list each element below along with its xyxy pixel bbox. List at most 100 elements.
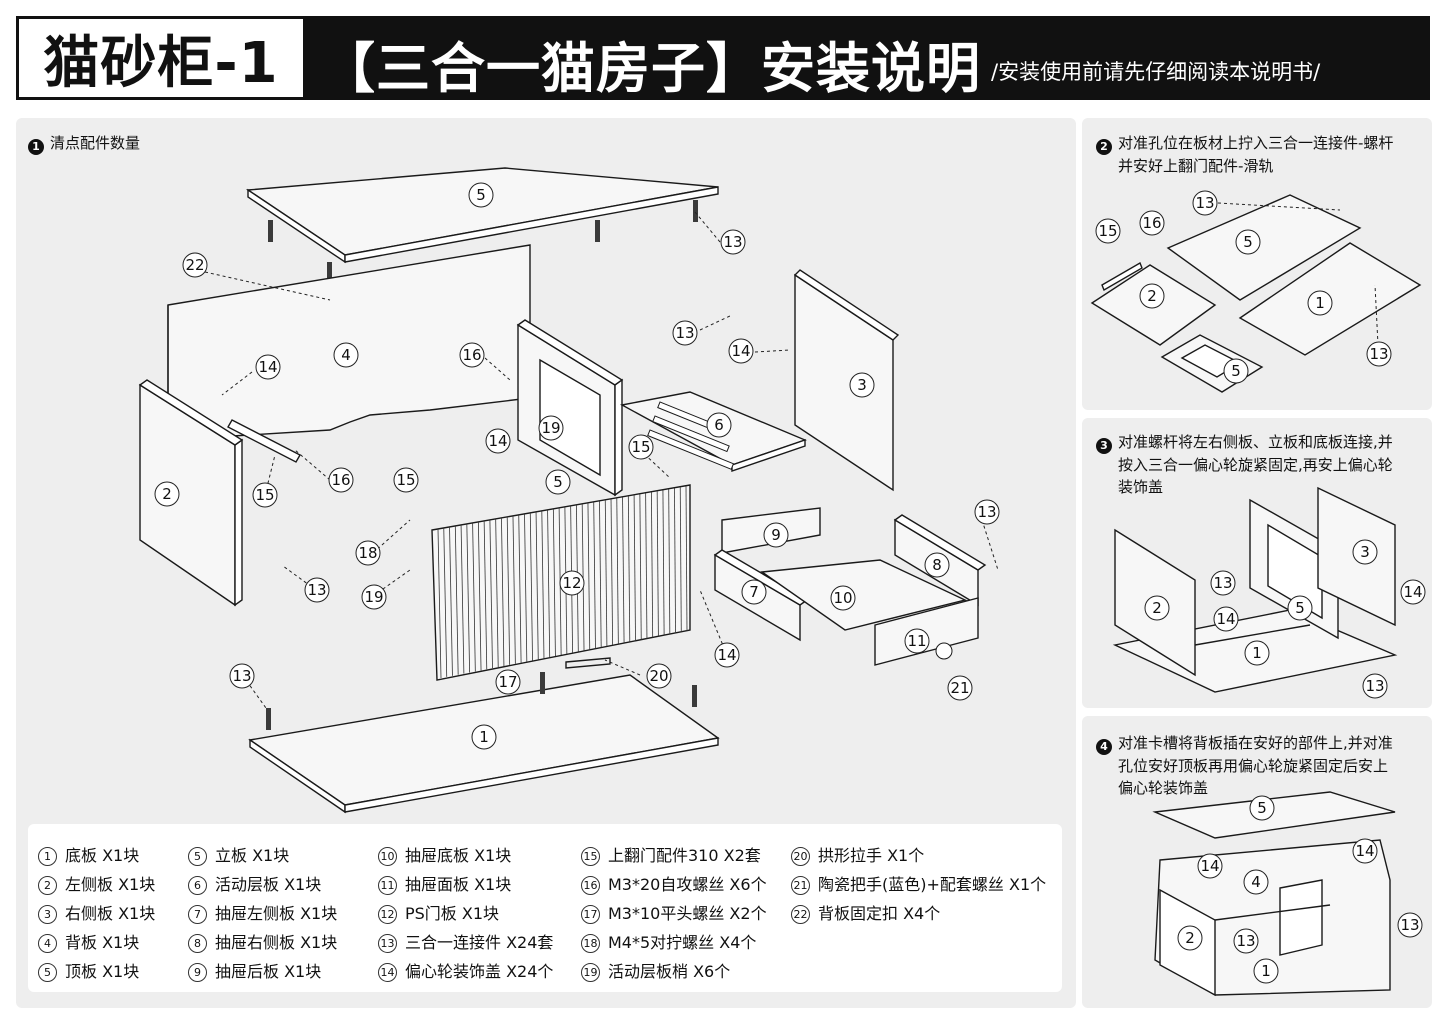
svg-text:13: 13 <box>723 233 742 251</box>
circled-number-icon: 21 <box>791 876 810 895</box>
circled-number-icon: 22 <box>791 905 810 924</box>
circled-number-icon: 7 <box>188 905 207 924</box>
svg-text:20: 20 <box>649 667 668 685</box>
svg-text:1: 1 <box>1252 644 1262 662</box>
step-3-line-2: 按入三合一偏心轮旋紧固定,再安上偏心轮 <box>1118 456 1393 474</box>
callout-17: 17 <box>495 669 521 695</box>
callout-21: 21 <box>947 675 973 701</box>
step-3-line-1: 对准螺杆将左右侧板、立板和底板连接,并 <box>1118 433 1393 451</box>
step-3-line-3: 装饰盖 <box>1118 478 1164 496</box>
circled-number-icon: 18 <box>581 934 600 953</box>
circled-number-icon: 13 <box>378 934 397 953</box>
svg-text:1: 1 <box>1315 294 1325 312</box>
callout-14-b: 14 <box>728 338 754 364</box>
svg-text:14: 14 <box>1403 583 1422 601</box>
svg-text:5: 5 <box>553 473 563 491</box>
step-4-line-1: 对准卡槽将背板插在安好的部件上,并对准 <box>1118 734 1393 752</box>
step-number-icon: 2 <box>1096 139 1112 155</box>
svg-text:14: 14 <box>258 358 277 376</box>
callout-9: 9 <box>763 522 789 548</box>
right-side-panel-3 <box>793 269 900 492</box>
callout-13-a: 13 <box>720 229 746 255</box>
svg-text:5: 5 <box>1231 362 1241 380</box>
step-number-icon: 1 <box>28 139 44 155</box>
svg-text:18: 18 <box>358 544 377 562</box>
left-side-panel-2 <box>138 379 244 607</box>
callout-19-b: 19 <box>361 584 387 610</box>
svg-text:13: 13 <box>232 667 251 685</box>
svg-text:14: 14 <box>1200 857 1219 875</box>
svg-text:12: 12 <box>562 574 581 592</box>
callout-3: 3 <box>849 372 875 398</box>
drawer-front-11 <box>874 597 979 666</box>
callout-14-a: 14 <box>255 354 281 380</box>
svg-text:13: 13 <box>1236 932 1255 950</box>
step-2-line-1: 对准孔位在板材上拧入三合一连接件-螺杆 <box>1118 134 1394 152</box>
callout-20: 20 <box>646 663 672 689</box>
svg-text:14: 14 <box>1216 610 1235 628</box>
svg-text:13: 13 <box>307 581 326 599</box>
svg-text:14: 14 <box>717 646 736 664</box>
svg-text:6: 6 <box>714 416 724 434</box>
svg-text:7: 7 <box>749 583 759 601</box>
step-4-callouts: 5 14 14 4 13 2 13 1 <box>1177 795 1423 984</box>
callout-8: 8 <box>924 552 950 578</box>
svg-text:13: 13 <box>1400 916 1419 934</box>
circled-number-icon: 15 <box>581 847 600 866</box>
svg-text:3: 3 <box>857 376 867 394</box>
circled-number-icon: 3 <box>38 905 57 924</box>
model-label: 猫砂柜-1 <box>19 19 303 97</box>
svg-text:9: 9 <box>771 526 781 544</box>
svg-text:4: 4 <box>1251 873 1261 891</box>
svg-text:15: 15 <box>1098 222 1117 240</box>
circled-number-icon: 20 <box>791 847 810 866</box>
callout-12: 12 <box>559 570 585 596</box>
svg-text:2: 2 <box>1147 287 1157 305</box>
svg-text:5: 5 <box>476 186 486 204</box>
svg-text:3: 3 <box>1360 543 1370 561</box>
svg-text:22: 22 <box>185 256 204 274</box>
circled-number-icon: 19 <box>581 963 600 982</box>
part-callouts: 5 13 22 4 14 16 13 14 3 6 19 14 15 5 16 … <box>154 182 1000 750</box>
callout-19-a: 19 <box>538 415 564 441</box>
callout-18: 18 <box>355 540 381 566</box>
callout-13-c: 13 <box>974 499 1000 525</box>
step-3-callouts: 3 13 14 2 5 14 1 13 <box>1144 539 1426 699</box>
circled-number-icon: 9 <box>188 963 207 982</box>
divider-panel-5 <box>516 319 624 497</box>
step-number-icon: 3 <box>1096 438 1112 454</box>
step-number-icon: 4 <box>1096 739 1112 755</box>
circled-number-icon: 12 <box>378 905 397 924</box>
svg-text:4: 4 <box>341 346 351 364</box>
svg-text:2: 2 <box>1185 929 1195 947</box>
svg-text:15: 15 <box>631 438 650 456</box>
screw-icons-bottom <box>266 672 697 730</box>
step-2-line-2: 并安好上翻门配件-滑轨 <box>1118 157 1274 175</box>
svg-text:11: 11 <box>907 632 926 650</box>
callout-15-a: 15 <box>628 434 654 460</box>
svg-text:15: 15 <box>396 471 415 489</box>
step-4-diagram <box>1152 791 1396 997</box>
screw-icons-top <box>268 200 698 284</box>
svg-text:1: 1 <box>479 728 489 746</box>
callout-16-b: 16 <box>328 467 354 493</box>
svg-text:17: 17 <box>498 673 517 691</box>
circled-number-icon: 2 <box>38 876 57 895</box>
callout-13-e: 13 <box>229 663 255 689</box>
arch-handle-20 <box>565 657 611 669</box>
svg-text:2: 2 <box>1152 599 1162 617</box>
slide-rail-15-left <box>227 419 301 463</box>
callout-13-b: 13 <box>672 320 698 346</box>
